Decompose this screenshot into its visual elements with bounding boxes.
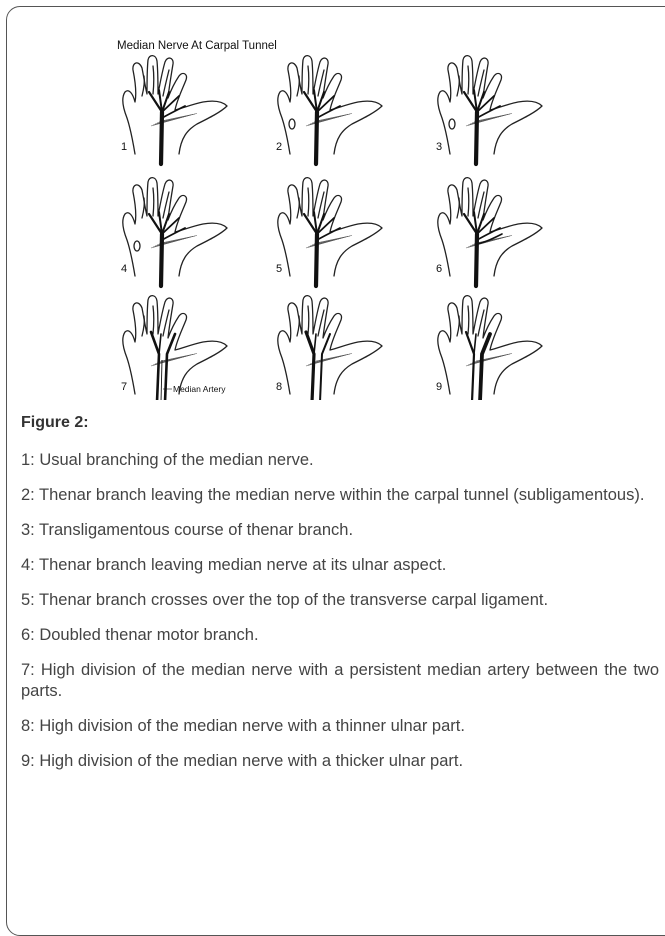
hand-panel-8: 8 xyxy=(276,296,382,400)
hand-diagram-grid: Median Nerve At Carpal Tunnel 1 2 3 4 5 6 7 Med… xyxy=(107,38,577,400)
caption-item-6: 6: Doubled thenar motor branch. xyxy=(21,625,659,646)
figure-illustration: Median Nerve At Carpal Tunnel 1 2 3 4 5 6 7 Med… xyxy=(107,38,577,400)
caption-item-1: 1: Usual branching of the median nerve. xyxy=(21,450,659,471)
hand-panel-1: 1 xyxy=(121,56,227,164)
panel-number-2: 2 xyxy=(276,141,282,153)
hand-panel-3: 3 xyxy=(436,56,542,164)
hand-panel-6: 6 xyxy=(436,178,542,286)
panel-number-8: 8 xyxy=(276,381,282,393)
panel-number-3: 3 xyxy=(436,141,442,153)
caption-item-2: 2: Thenar branch leaving the median nerv… xyxy=(21,485,659,506)
caption-item-8: 8: High division of the median nerve wit… xyxy=(21,716,659,737)
hand-panel-5: 5 xyxy=(276,178,382,286)
panel-number-5: 5 xyxy=(276,263,282,275)
caption-item-5: 5: Thenar branch crosses over the top of… xyxy=(21,590,659,611)
hand-panel-2: 2 xyxy=(276,56,382,164)
hand-panel-9: 9 xyxy=(436,296,542,400)
caption-item-9: 9: High division of the median nerve wit… xyxy=(21,751,659,772)
panel-number-1: 1 xyxy=(121,141,127,153)
caption-item-7: 7: High division of the median nerve wit… xyxy=(21,660,659,702)
caption-title: Figure 2: xyxy=(21,414,89,432)
hand-panel-7: 7 Median Artery xyxy=(121,296,227,400)
caption-item-4: 4: Thenar branch leaving median nerve at… xyxy=(21,555,659,576)
caption-item-3: 3: Transligamentous course of thenar bra… xyxy=(21,520,659,541)
hand-panel-4: 4 xyxy=(121,178,227,286)
panel-number-7: 7 xyxy=(121,381,127,393)
panel-number-9: 9 xyxy=(436,381,442,393)
panel-number-4: 4 xyxy=(121,263,127,275)
panel-number-6: 6 xyxy=(436,263,442,275)
image-title: Median Nerve At Carpal Tunnel xyxy=(117,40,277,52)
median-artery-label: Median Artery xyxy=(173,384,226,394)
caption-list: 1: Usual branching of the median nerve. … xyxy=(21,450,659,786)
